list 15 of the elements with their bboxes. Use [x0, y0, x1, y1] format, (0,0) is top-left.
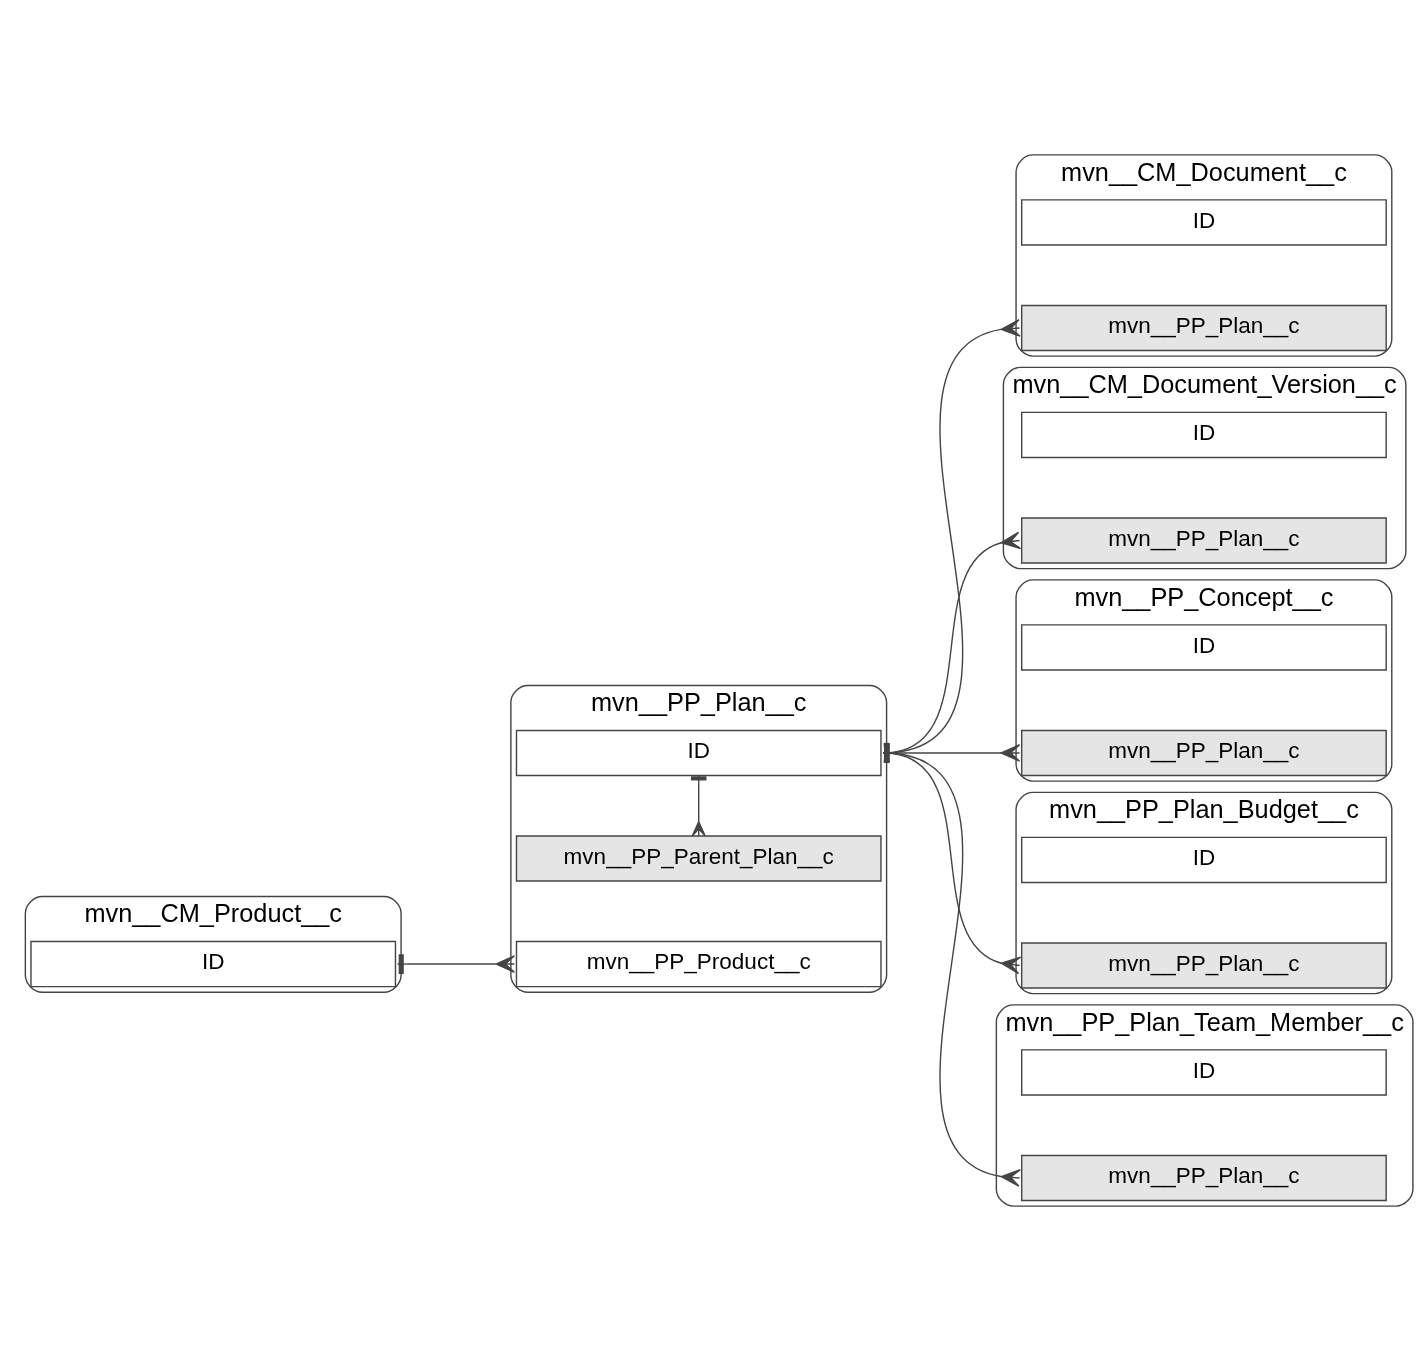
node-box: mvn__PP_Product__c: [515, 940, 882, 988]
node-box: mvn__PP_Plan__c: [1021, 1154, 1387, 1202]
connector: [396, 954, 516, 974]
node-box: ID: [1021, 199, 1387, 246]
node-box: ID: [515, 729, 882, 777]
node-box: mvn__PP_Parent_Plan__c: [515, 835, 882, 882]
node-box: ID: [30, 940, 397, 988]
node-box: ID: [1021, 836, 1387, 884]
node-box: ID: [1021, 624, 1387, 671]
node-box: ID: [1021, 1049, 1387, 1096]
node-box: mvn__PP_Plan__c: [1021, 304, 1387, 352]
node-box: mvn__PP_Plan__c: [1021, 517, 1387, 564]
node-box: mvn__PP_Plan__c: [1021, 942, 1387, 989]
node-box: mvn__PP_Plan__c: [1021, 729, 1387, 777]
node-box: ID: [1021, 411, 1387, 459]
